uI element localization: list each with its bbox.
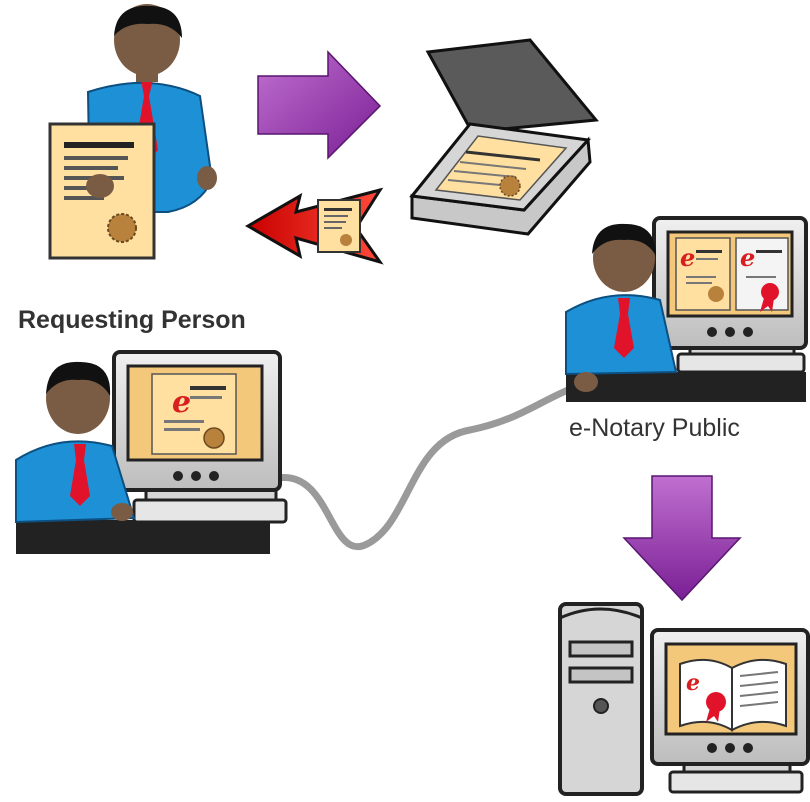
arrow-left-icon bbox=[244, 187, 384, 265]
arrow-down-icon bbox=[622, 475, 742, 602]
svg-text:e: e bbox=[740, 243, 755, 272]
scanner-icon bbox=[409, 38, 599, 236]
notary-workstation: e e bbox=[565, 216, 808, 402]
requester-workstation: e bbox=[15, 350, 288, 554]
svg-text:e: e bbox=[686, 670, 700, 696]
e-notary-public-label: e-Notary Public bbox=[569, 414, 740, 442]
svg-text:e: e bbox=[680, 243, 695, 272]
arrow-right-icon bbox=[257, 50, 382, 160]
desktop-computer-icon: e bbox=[558, 602, 810, 796]
svg-text:e: e bbox=[172, 385, 191, 420]
requesting-person-label: Requesting Person bbox=[18, 306, 246, 334]
network-cable bbox=[274, 381, 584, 551]
person-with-document-icon bbox=[48, 4, 217, 260]
